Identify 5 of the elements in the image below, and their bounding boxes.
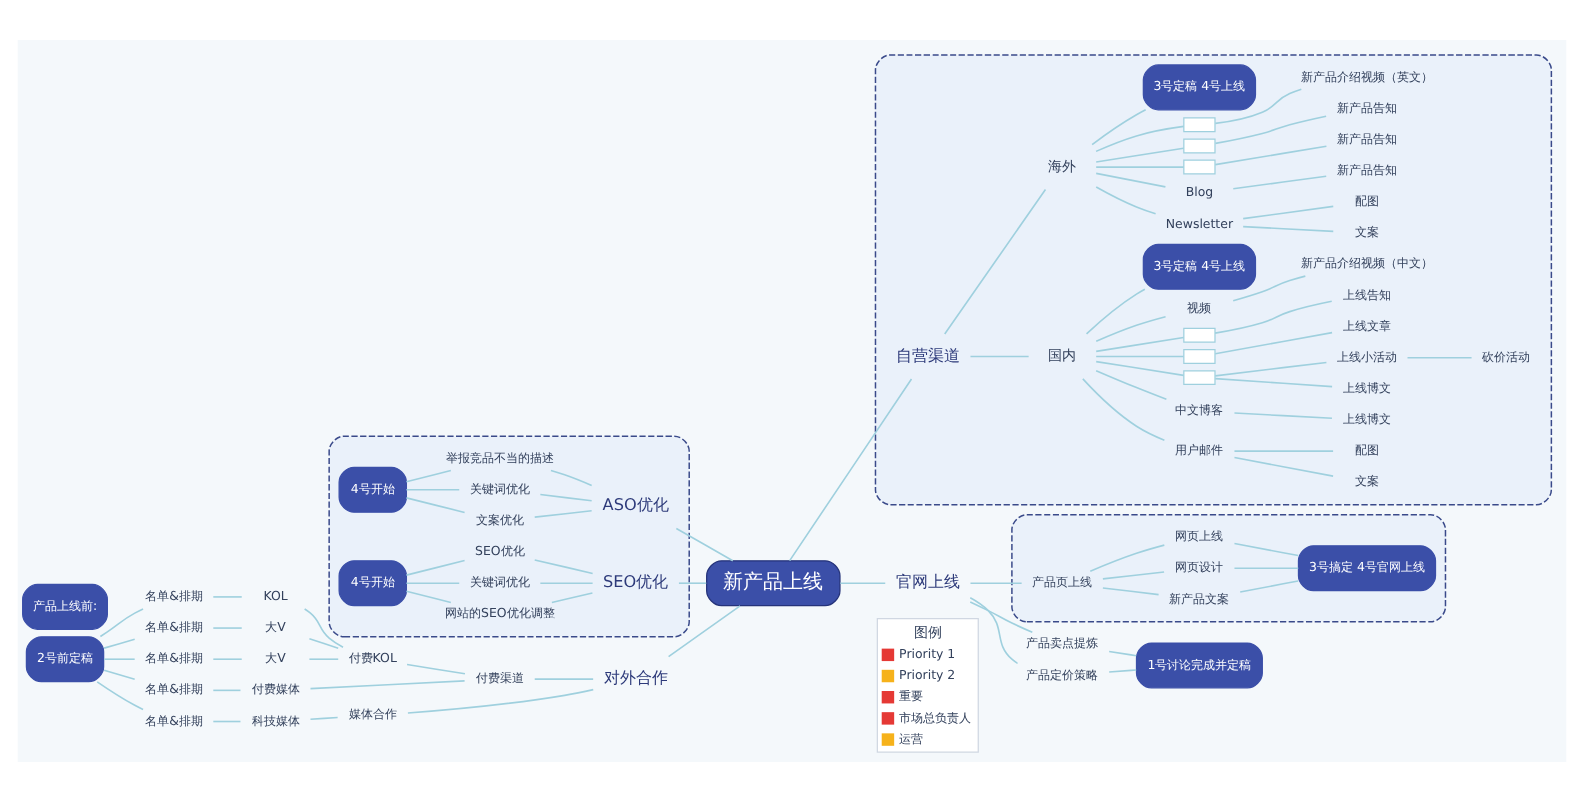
node-text: SEO优化 xyxy=(603,570,669,591)
node-text: 官网上线 xyxy=(895,570,960,591)
node-text: 对外合作 xyxy=(603,666,668,687)
node-text: 自营渠道 xyxy=(895,343,960,364)
node-text: ASO优化 xyxy=(602,493,669,514)
